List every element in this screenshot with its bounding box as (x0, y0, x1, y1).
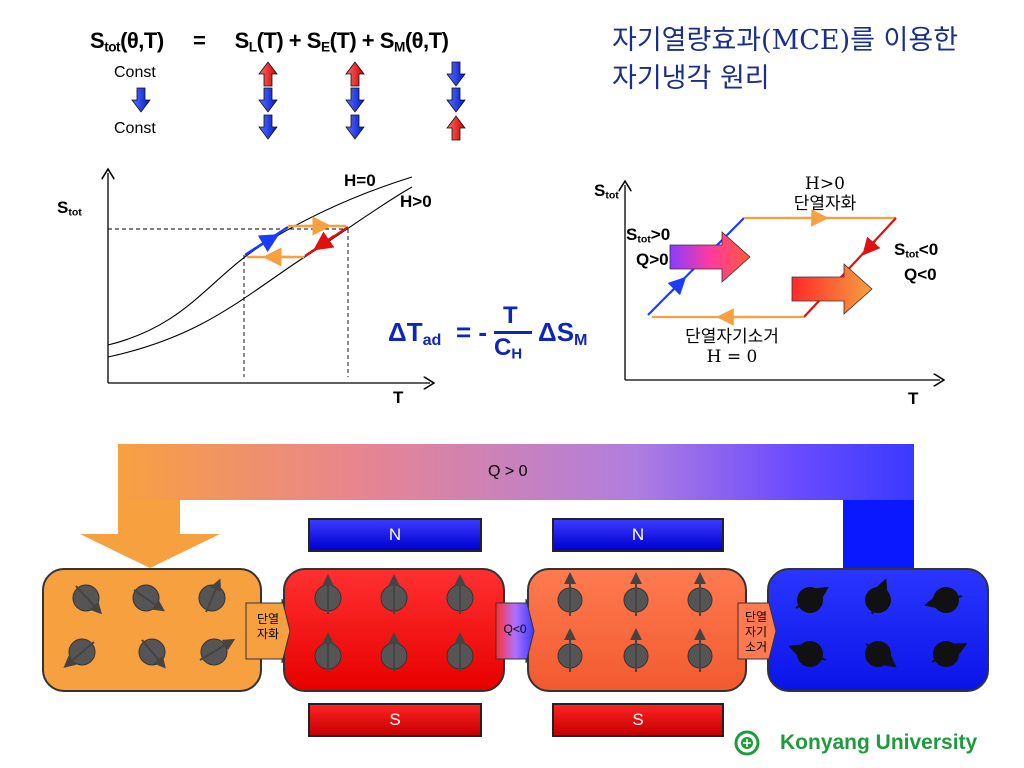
cycle-right-blue-arrow-icon (667, 276, 687, 296)
spin-particle (795, 586, 830, 613)
electron-up-arrow-icon (345, 61, 365, 87)
spin-particle (623, 628, 649, 672)
spin-group-magnetized-cooled (557, 572, 713, 672)
lattice-down-arrow-icon (258, 87, 278, 113)
curve-h-positive (107, 186, 413, 358)
spin-particle (557, 572, 583, 616)
const-bottom-label: Const (114, 120, 156, 137)
spin-particle (931, 641, 968, 667)
spin-particle (314, 574, 342, 614)
electron-down-arrow-icon (345, 87, 365, 113)
lattice-down-arrow-2-icon (258, 114, 278, 140)
connector-cool-label: Q<0 (503, 622, 527, 636)
magnet-n-1: N (308, 518, 482, 552)
heat-release-label: Stot<0 Q<0 (894, 240, 939, 284)
heat-release-big-arrow-icon (791, 263, 873, 315)
left-graph-xlabel: T (393, 388, 404, 407)
right-graph-ylabel: Stot (594, 181, 619, 202)
cycle-right-red-arrow-icon (862, 236, 881, 256)
spin-particle (788, 641, 827, 667)
spin-group-demagnetized-cold (788, 578, 968, 668)
connector-demagnetize-arrow-icon (737, 598, 777, 664)
spin-particle (924, 587, 963, 613)
slide-title: 자기열량효과(MCE)를 이용한 자기냉각 원리 (612, 22, 958, 98)
adiabatic-temperature-formula: ΔTad = - T CH ΔSM (388, 302, 618, 372)
heat-absorb-label: Stot>0 Q>0 (626, 225, 671, 269)
cycle-connectors (245, 598, 777, 664)
entropy-equation: Stot(θ,T) = SL(T) + SE(T) + SM(θ,T) (90, 28, 449, 55)
formula-eq: = - (456, 317, 488, 347)
eq-lhs: Stot(θ,T) (90, 28, 164, 55)
eq-equals: = (192, 28, 206, 53)
eq-plus-2: + (361, 28, 375, 53)
magnet-s-2: S (552, 703, 724, 737)
cycle-arrow-blue-icon (257, 234, 280, 253)
const-top-label: Const (114, 64, 156, 81)
eq-term-lattice: SL(T) (234, 28, 284, 55)
magnetic-down-arrow-2-icon (446, 87, 466, 113)
formula-denominator: CH (494, 334, 523, 363)
heat-flow-left-stem (118, 500, 180, 536)
spin-particle (198, 578, 226, 613)
spin-particle (687, 572, 713, 616)
magnet-n-2: N (552, 518, 724, 552)
spin-particle (138, 638, 166, 669)
magnet-s-1: S (308, 703, 482, 737)
spin-particle (623, 572, 649, 616)
spin-particle (446, 574, 474, 614)
magnetic-down-arrow-icon (446, 61, 466, 87)
eq-term-electron: SE(T) (306, 28, 357, 55)
heat-absorb-big-arrow-icon (669, 231, 751, 283)
slide-title-line2: 자기냉각 원리 (612, 63, 770, 94)
spin-particle (314, 632, 342, 672)
cycle-arrow-red-icon (313, 231, 335, 251)
adiabatic-magnetization-label: H>0 단열자화 (793, 174, 857, 214)
spin-particles (63, 572, 968, 672)
spin-particle (865, 641, 897, 668)
heat-flow-label: Q > 0 (488, 463, 528, 480)
connector-cool-arrow-icon (495, 598, 535, 664)
curve-h0 (107, 176, 413, 346)
curve-h-positive-label: H>0 (400, 192, 432, 211)
university-name: Konyang University (780, 731, 978, 754)
equation-arrows (131, 61, 466, 141)
curve-h0-label: H=0 (344, 171, 376, 190)
spin-particle (865, 578, 891, 615)
formula-rhs: ΔSM (538, 317, 588, 350)
heat-flow-down-arrow-icon (80, 534, 220, 568)
connector-magnetize-arrow-icon (245, 598, 291, 664)
magnetic-up-arrow-icon (446, 115, 466, 141)
spin-particle (446, 632, 474, 672)
lattice-up-arrow-icon (258, 61, 278, 87)
formula-numerator: T (503, 302, 518, 329)
spin-particle (199, 638, 236, 666)
spin-particle (557, 628, 583, 672)
left-entropy-graph (40, 165, 450, 410)
eq-term-magnetic: SM(θ,T) (379, 28, 449, 55)
formula-lhs: ΔTad (388, 317, 442, 350)
heat-flow-right-drop (843, 500, 914, 570)
const-down-arrow-icon (131, 87, 151, 113)
eq-plus-1: + (288, 28, 302, 53)
right-graph-xlabel: T (908, 389, 919, 408)
spin-particle (380, 632, 408, 672)
left-graph-ylabel: Stot (57, 198, 82, 219)
spin-group-disordered (63, 578, 236, 669)
adiabatic-demagnetization-label: 단열자기소거 H = 0 (685, 327, 779, 367)
heat-flow-band (118, 444, 914, 500)
spin-particle (72, 584, 103, 615)
university-logo-icon (734, 730, 760, 756)
electron-down-arrow-2-icon (345, 114, 365, 140)
spin-particle (687, 628, 713, 672)
spin-particle (63, 638, 96, 668)
right-cycle-graph (600, 175, 950, 400)
formula-fraction-bar (494, 331, 532, 334)
spin-particle (132, 584, 165, 612)
spin-group-magnetized-hot (314, 574, 474, 672)
slide-title-line1: 자기열량효과(MCE)를 이용한 (612, 25, 959, 56)
spin-particle (380, 574, 408, 614)
